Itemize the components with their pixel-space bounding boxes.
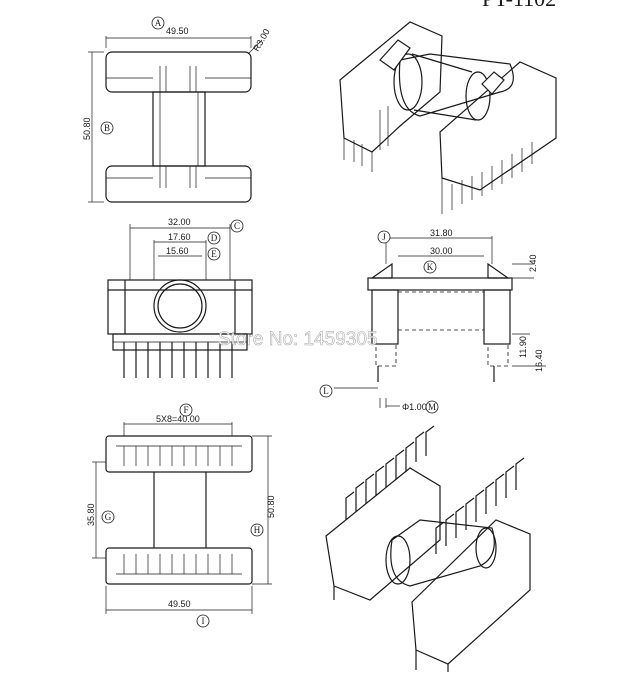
marker-i: I xyxy=(202,616,205,626)
front-view-bore-outer xyxy=(153,279,207,333)
front-view-bore-inner xyxy=(157,283,203,329)
marker-c: C xyxy=(234,221,240,231)
bottom-view-height-dim: 50.80 xyxy=(266,495,276,518)
front-view-dim-15: 15.60 xyxy=(166,246,189,256)
marker-h: H xyxy=(254,525,261,535)
side-view-dim-2-40: 2.40 xyxy=(528,254,538,272)
iso-view-bottom xyxy=(325,425,531,672)
bottom-view: 5X8=40.00 F 35.80 G 50.80 H 49.50 I xyxy=(86,403,276,628)
front-view: 32.00 C 17.60 D 15.60 E xyxy=(107,217,253,378)
bottom-view-inner-dim: 35.80 xyxy=(86,503,96,526)
top-view: 49.50 A R3.00 50.80 B xyxy=(82,16,272,203)
bottom-view-pitch-dim: 5X8=40.00 xyxy=(156,414,200,424)
side-view-dim-30: 30.00 xyxy=(430,246,453,256)
marker-k: K xyxy=(427,262,434,272)
top-view-core-body xyxy=(152,91,206,167)
marker-d: D xyxy=(211,233,218,243)
top-view-height-dim: 50.80 xyxy=(82,117,92,140)
store-watermark: Store No: 1459305 xyxy=(218,329,378,350)
side-view: 31.80 J 30.00 K 2.40 11.90 16.40 L Φ1.00… xyxy=(319,228,546,414)
top-view-lower-flange xyxy=(105,165,252,203)
bottom-view-lower-flange xyxy=(105,547,253,585)
marker-j: J xyxy=(382,232,386,242)
bottom-view-upper-flange xyxy=(105,435,253,473)
marker-l: L xyxy=(323,386,329,396)
top-view-width-dim: 49.50 xyxy=(166,26,189,36)
front-view-dim-32: 32.00 xyxy=(168,217,191,227)
marker-g: G xyxy=(105,512,112,522)
marker-m: M xyxy=(428,402,436,412)
top-view-upper-flange xyxy=(105,51,252,93)
marker-a: A xyxy=(155,18,162,28)
marker-b: B xyxy=(104,123,110,133)
front-view-body xyxy=(107,279,253,335)
iso-view-top xyxy=(339,21,557,214)
drawing-title: PT-1102 xyxy=(482,0,556,11)
top-view-radius-dim: R3.00 xyxy=(251,27,272,53)
side-view-pin-dim: Φ1.00 xyxy=(402,402,427,412)
marker-e: E xyxy=(211,249,217,259)
side-view-dim-31: 31.80 xyxy=(430,228,453,238)
bottom-view-width-dim: 49.50 xyxy=(168,599,191,609)
marker-f: F xyxy=(183,405,188,415)
side-view-dim-11-90: 11.90 xyxy=(518,336,528,358)
front-view-dim-17: 17.60 xyxy=(168,232,191,242)
side-view-dim-16-40: 16.40 xyxy=(534,349,544,372)
